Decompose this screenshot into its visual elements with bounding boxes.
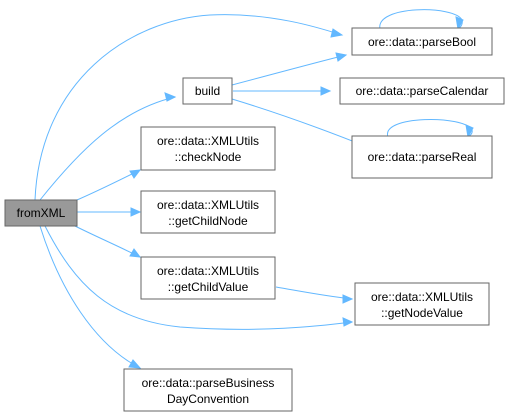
node-parsebusinessdayconvention-label-line1: ore::data::parseBusiness (142, 376, 275, 390)
node-parsebusinessdayconvention[interactable]: ore::data::parseBusiness DayConvention (123, 368, 293, 412)
node-checknode-label-line1: ore::data::XMLUtils (157, 134, 259, 148)
edge-fromxml-getchildnode (77, 207, 142, 217)
edge-parsebool-parsebool (379, 9, 464, 31)
edge-fromxml-getchildvalue (74, 225, 142, 258)
node-parsecalendar-label: ore::data::parseCalendar (356, 84, 489, 98)
node-checknode-label-line2: ::checkNode (175, 150, 242, 164)
edge-fromxml-build (39, 92, 177, 201)
node-getchildvalue-label-line2: ::getChildValue (168, 280, 249, 294)
node-parsereal[interactable]: ore::data::parseReal (351, 135, 493, 179)
edge-build-parsebool (231, 52, 348, 86)
edge-parsereal-parsereal (387, 119, 474, 139)
node-getchildnode-label-line1: ore::data::XMLUtils (157, 198, 259, 212)
edge-fromxml-getnodevalue (44, 225, 354, 330)
node-parsebusinessdayconvention-label-line2: DayConvention (167, 392, 249, 406)
node-getchildnode-label-line2: ::getChildNode (168, 214, 248, 228)
node-getchildvalue[interactable]: ore::data::XMLUtils ::getChildValue (140, 256, 276, 300)
edge-build-parsecalendar (233, 86, 332, 96)
node-checknode[interactable]: ore::data::XMLUtils ::checkNode (140, 126, 276, 171)
node-build[interactable]: build (182, 77, 233, 105)
node-build-label: build (195, 84, 220, 98)
node-getnodevalue[interactable]: ore::data::XMLUtils ::getNodeValue (354, 282, 490, 326)
node-fromxml[interactable]: fromXML (4, 199, 78, 227)
node-fromxml-label: fromXML (17, 206, 66, 220)
edge-getchildvalue-getnodevalue (275, 286, 354, 304)
node-parsecalendar[interactable]: ore::data::parseCalendar (339, 77, 505, 105)
node-getnodevalue-label-line1: ore::data::XMLUtils (371, 290, 473, 304)
node-parsebool-label: ore::data::parseBool (368, 35, 476, 49)
edge-fromxml-parsebusinessdayconvention (39, 225, 142, 369)
edge-fromxml-checknode (76, 169, 142, 201)
node-getchildnode[interactable]: ore::data::XMLUtils ::getChildNode (140, 190, 276, 234)
node-getchildvalue-label-line1: ore::data::XMLUtils (157, 264, 259, 278)
node-parsebool[interactable]: ore::data::parseBool (351, 27, 493, 56)
edge-fromxml-parsebool (34, 14, 344, 201)
node-parsereal-label: ore::data::parseReal (368, 150, 477, 164)
node-getnodevalue-label-line2: ::getNodeValue (381, 306, 463, 320)
